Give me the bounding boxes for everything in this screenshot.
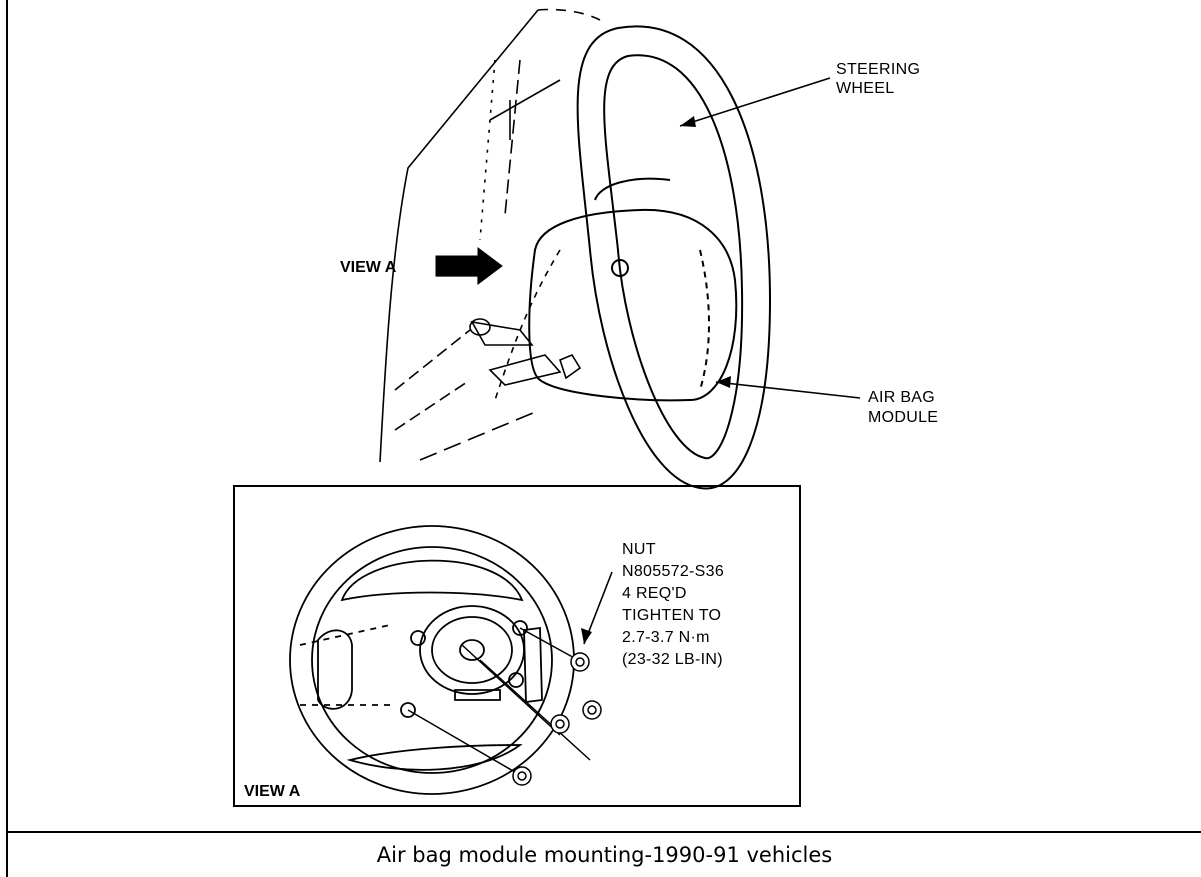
- nut-torque-metric: 2.7-3.7 N·m: [622, 629, 710, 646]
- steering-wheel-front-view: [289, 525, 575, 795]
- air-bag-module-callout: AIR BAG MODULE: [715, 376, 938, 426]
- nut-quantity: 4 REQ'D: [622, 585, 687, 602]
- air-bag-mounting-diagram: VIEW A STEERING WHEEL AIR BAG MODULE VIE…: [233, 8, 938, 807]
- steering-wheel-callout: STEERING WHEEL: [679, 61, 920, 127]
- mounting-nuts: [407, 627, 602, 786]
- figure-caption: Air bag module mounting-1990-91 vehicles: [376, 843, 833, 867]
- air-bag-module-label-line2: MODULE: [868, 409, 938, 426]
- nut-part-number: N805572-S36: [622, 563, 724, 580]
- steering-wheel-label-line1: STEERING: [836, 61, 920, 78]
- caption-divider: [6, 831, 1201, 833]
- left-frame-border: [6, 0, 8, 877]
- nut-torque-imperial: (23-32 LB-IN): [622, 651, 723, 668]
- nut-tighten-label: TIGHTEN TO: [622, 607, 721, 624]
- view-a-arrow-label: VIEW A: [340, 259, 397, 276]
- view-a-arrow: VIEW A: [340, 247, 503, 285]
- nut-callout-arrow: [581, 571, 613, 645]
- view-a-panel-label: VIEW A: [244, 783, 301, 800]
- nut-label: NUT: [622, 541, 656, 558]
- view-a-detail-panel: VIEW A: [233, 485, 801, 807]
- steering-wheel-label-line2: WHEEL: [836, 80, 894, 97]
- diagram-canvas: VIEW A STEERING WHEEL AIR BAG MODULE VIE…: [233, 8, 938, 807]
- air-bag-module-label-line1: AIR BAG: [868, 389, 935, 406]
- steering-wheel-graphic: [528, 25, 772, 490]
- steering-column-illustration: [379, 8, 601, 463]
- nut-specification-callout: NUT N805572-S36 4 REQ'D TIGHTEN TO 2.7-3…: [622, 541, 724, 668]
